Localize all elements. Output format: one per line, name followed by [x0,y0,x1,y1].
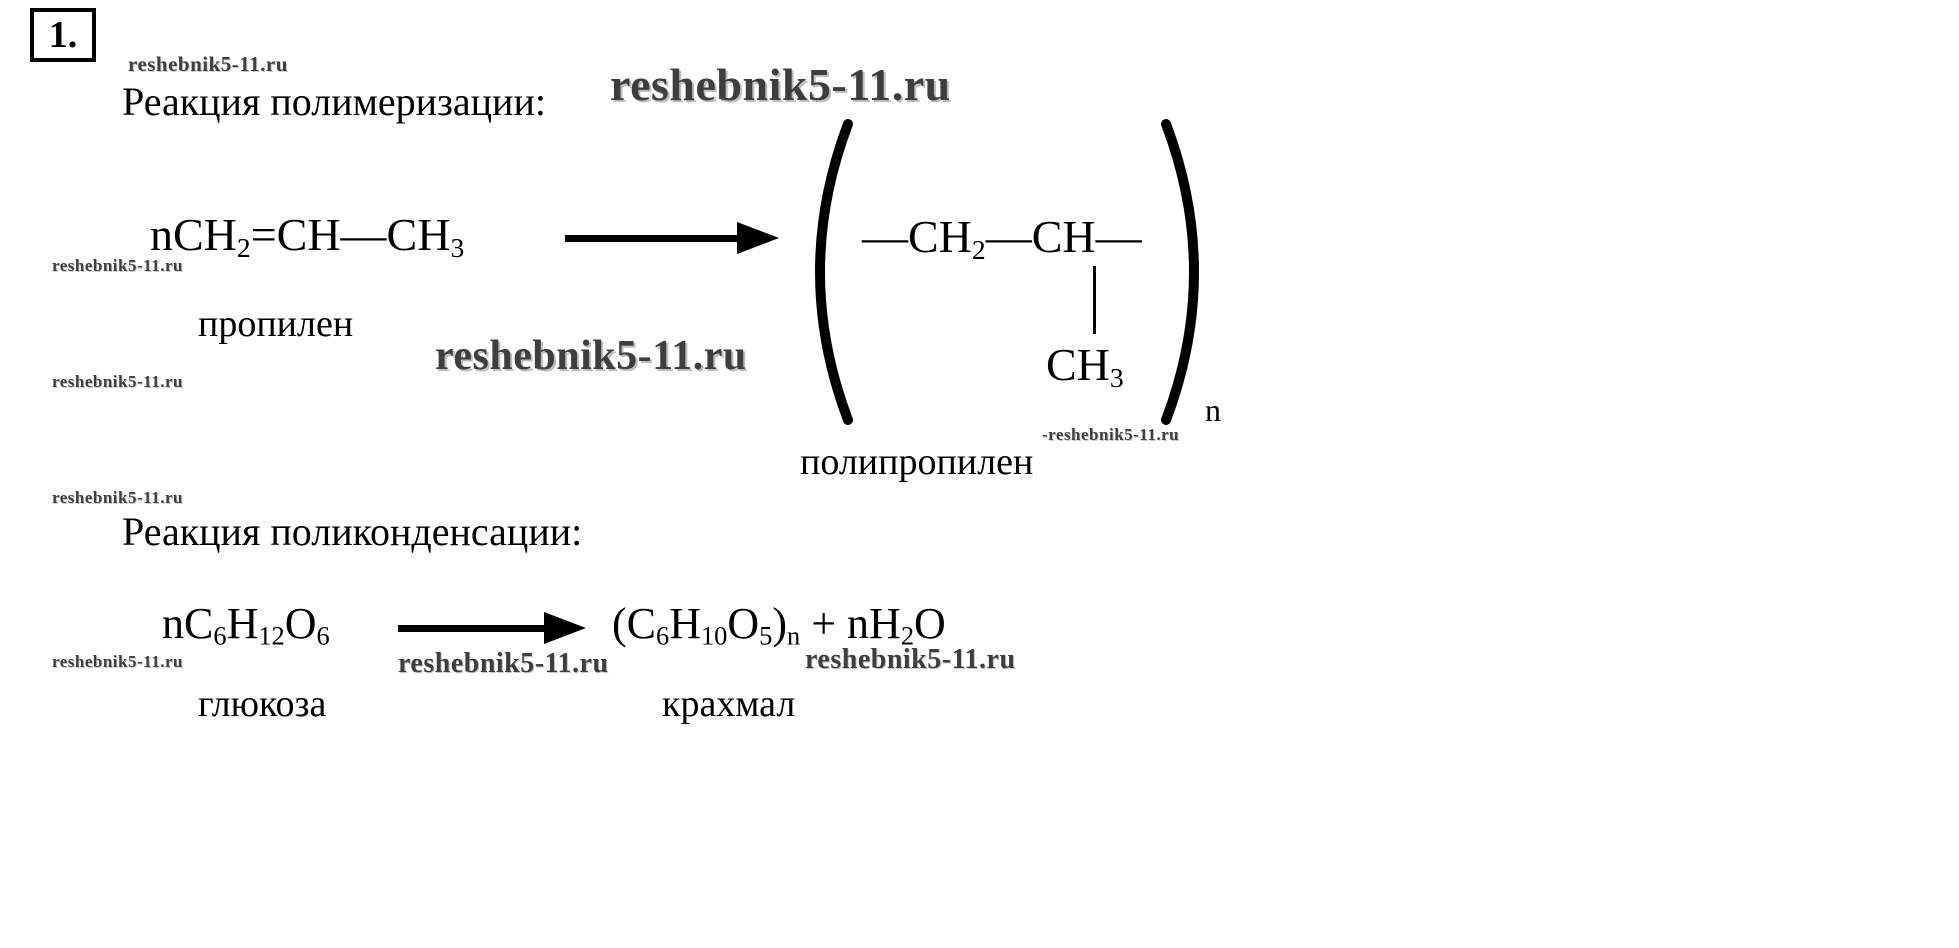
glucose-label: глюкоза [198,683,327,725]
polymerization-heading: Реакция полимеризации: [122,79,546,124]
arrow-shaft [398,625,550,632]
polymer-label: полипропилен [800,441,1034,483]
close-parenthesis [1161,119,1200,425]
formula-subscript: 3 [1109,361,1124,393]
formula-subscript: 2 [900,620,915,651]
monomer-label: пропилен [198,303,354,345]
watermark-text: reshebnik5-11.ru [435,333,747,379]
formula-subscript: 3 [450,231,465,263]
formula-segment: CH [1046,339,1110,390]
formula-subscript: 6 [656,620,670,651]
watermark-text: reshebnik5-11.ru [610,59,951,110]
formula-segment: —CH— [985,211,1142,262]
formula-segment: H [669,599,701,648]
arrow-shaft [565,235,743,242]
branch-formula: CH3 [1046,338,1124,394]
open-parenthesis [814,119,853,425]
formula-subscript: 5 [759,620,773,651]
monomer-formula: nCH2=CH—CH3 [150,208,464,264]
vertical-bond [1093,266,1096,334]
polymer-unit-formula: —CH2—CH— [862,210,1142,266]
starch-formula: (C6H10O5)n + nH2O [612,598,946,652]
watermark-text: reshebnik5-11.ru [398,648,609,679]
polymer-index-n: n [1205,392,1221,428]
starch-label: крахмал [662,683,796,725]
watermark-text: reshebnik5-11.ru [52,372,183,391]
watermark-text: reshebnik5-11.ru [805,644,1016,675]
formula-subscript: 2 [971,233,986,265]
watermark-text: reshebnik5-11.ru [52,652,183,671]
watermark-text: -reshebnik5-11.ru [1042,425,1180,444]
reaction-arrow [398,612,588,644]
polycondensation-heading: Реакция поликонденсации: [122,509,583,554]
problem-number-box: 1. [30,8,96,62]
formula-subscript: 12 [258,620,285,651]
arrow-head-icon [544,612,586,644]
watermark-text: reshebnik5-11.ru [52,256,183,275]
formula-segment: O [284,599,317,648]
formula-segment: ) [772,599,788,648]
formula-subscript: 10 [700,620,728,651]
glucose-formula: nC6H12O6 [162,598,330,652]
reaction-arrow [565,222,780,254]
formula-subscript: 2 [236,231,251,263]
problem-number: 1. [48,14,78,56]
formula-segment: + nH [800,599,901,648]
formula-segment: nCH [150,209,237,260]
formula-segment: H [226,599,259,648]
arrow-head-icon [737,222,779,254]
formula-segment: =CH—CH [250,209,451,260]
formula-segment: —CH [862,211,972,262]
formula-segment: O [914,599,946,648]
formula-subscript: 6 [213,620,227,651]
formula-segment: nC [162,599,214,648]
watermark-text: reshebnik5-11.ru [128,52,288,76]
formula-subscript: 6 [316,620,330,651]
formula-subscript: n [787,620,801,651]
watermark-text: reshebnik5-11.ru [52,488,183,507]
formula-segment: O [727,599,760,648]
formula-segment: (C [612,599,656,648]
